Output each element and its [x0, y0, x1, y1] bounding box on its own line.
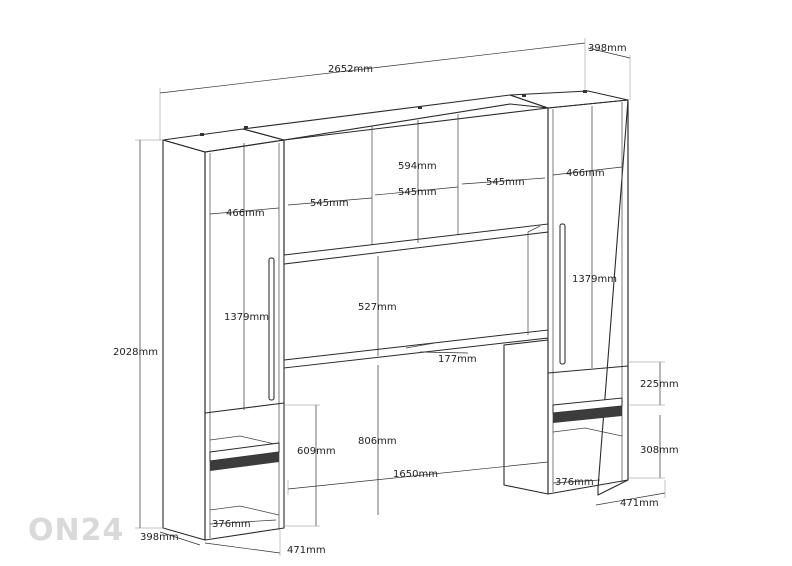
label-depth-top: 398mm	[588, 43, 627, 54]
label-right-door-height: 1379mm	[572, 274, 617, 285]
label-right-bottom-depth: 376mm	[555, 477, 594, 488]
right-cabinet-side	[597, 99, 629, 496]
on24-watermark: ON24	[28, 513, 124, 548]
label-total-width: 2652mm	[328, 64, 373, 75]
furniture-drawing	[162, 90, 629, 541]
label-depth-bottom: 398mm	[140, 532, 179, 543]
label-left-door-height: 1379mm	[224, 312, 269, 323]
label-left-bottom-width: 471mm	[287, 545, 326, 556]
label-top-door-3: 545mm	[486, 177, 525, 188]
label-top-door-2: 545mm	[398, 187, 437, 198]
left-cabinet-side	[162, 139, 206, 541]
dimension-lines	[135, 38, 666, 556]
label-bridge-width: 1650mm	[393, 469, 438, 480]
label-left-bottom-depth: 376mm	[212, 519, 251, 530]
middle-shelf	[283, 329, 549, 369]
label-lower-opening-height: 806mm	[358, 436, 397, 447]
bridge-top-surface	[242, 94, 549, 141]
label-left-lower-height: 609mm	[297, 446, 336, 457]
left-drawer	[210, 452, 279, 471]
label-right-inner-width: 466mm	[566, 168, 605, 179]
label-top-door-1: 545mm	[310, 198, 349, 209]
label-left-inner-width: 466mm	[226, 208, 265, 219]
label-right-bottom-width: 471mm	[620, 498, 659, 509]
label-bridge-clearance: 527mm	[358, 302, 397, 313]
middle-leg-panel	[503, 339, 549, 495]
label-shelf-depth: 177mm	[438, 354, 477, 365]
label-right-drawer-top: 225mm	[640, 379, 679, 390]
left-door-handle	[268, 257, 275, 401]
label-total-height: 2028mm	[113, 347, 158, 358]
label-top-height: 594mm	[398, 161, 437, 172]
right-drawer	[553, 406, 622, 423]
dimension-labels: 2652mm 398mm 2028mm 398mm 466mm 1379mm 6…	[113, 43, 679, 556]
bridge-bottom-panel	[283, 223, 549, 265]
label-right-lower-height: 308mm	[640, 445, 679, 456]
right-door-handle	[559, 223, 566, 365]
left-cabinet-top	[162, 128, 285, 153]
